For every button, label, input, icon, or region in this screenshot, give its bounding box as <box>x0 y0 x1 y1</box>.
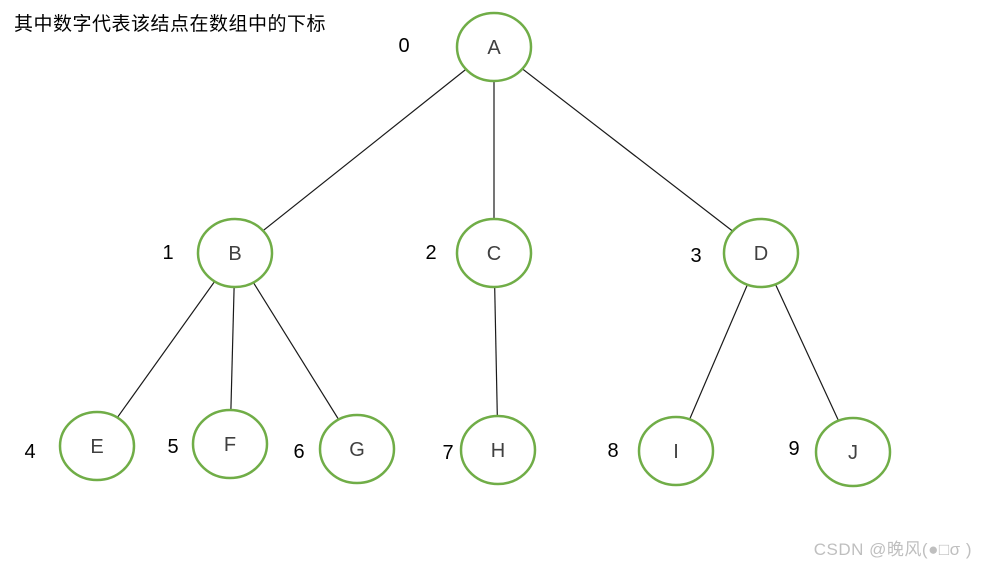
node-label-D: D <box>754 243 768 265</box>
node-label-F: F <box>224 434 236 456</box>
node-circle-F <box>191 408 269 480</box>
diagram-caption: 其中数字代表该结点在数组中的下标 <box>14 14 327 35</box>
edge-A-B <box>234 46 495 254</box>
node-index-H: 7 <box>442 442 453 464</box>
edge-B-E <box>96 252 236 447</box>
node-index-C: 2 <box>425 242 436 264</box>
node-circle-G <box>318 413 396 485</box>
tree-node-D: D3 <box>690 217 800 289</box>
node-circle-H <box>459 414 537 486</box>
node-circle-B <box>196 217 274 289</box>
watermark: CSDN @晚风(●□σ ) <box>813 540 972 559</box>
node-circle-I <box>637 415 715 487</box>
node-label-B: B <box>228 243 241 265</box>
node-index-E: 4 <box>24 441 35 463</box>
node-index-G: 6 <box>293 441 304 463</box>
edge-A-D <box>493 46 762 254</box>
tree-node-A: A0 <box>398 11 533 83</box>
node-label-G: G <box>349 439 365 461</box>
node-circle-E <box>58 410 136 482</box>
node-index-I: 8 <box>607 440 618 462</box>
node-circle-J <box>814 416 892 488</box>
node-label-I: I <box>673 441 679 463</box>
node-circle-D <box>722 217 800 289</box>
node-label-J: J <box>848 442 858 464</box>
tree-node-F: F5 <box>167 408 269 480</box>
node-index-J: 9 <box>788 438 799 460</box>
tree-node-B: B1 <box>162 217 274 289</box>
node-index-A: 0 <box>398 35 409 57</box>
node-label-E: E <box>90 436 103 458</box>
edge-D-I <box>675 252 762 452</box>
tree-node-J: J9 <box>788 416 892 488</box>
tree-node-E: E4 <box>24 410 136 482</box>
tree-node-C: C2 <box>425 217 533 289</box>
node-index-F: 5 <box>167 436 178 458</box>
node-label-A: A <box>487 37 501 59</box>
edge-B-G <box>234 252 358 450</box>
node-index-B: 1 <box>162 242 173 264</box>
edge-D-J <box>760 252 854 453</box>
tree-node-I: I8 <box>607 415 715 487</box>
node-circle-A <box>455 11 533 83</box>
tree-node-G: G6 <box>293 413 396 485</box>
node-label-C: C <box>487 243 501 265</box>
node-label-H: H <box>491 440 505 462</box>
node-circle-C <box>455 217 533 289</box>
node-index-D: 3 <box>690 245 701 267</box>
tree-node-H: H7 <box>442 414 537 486</box>
